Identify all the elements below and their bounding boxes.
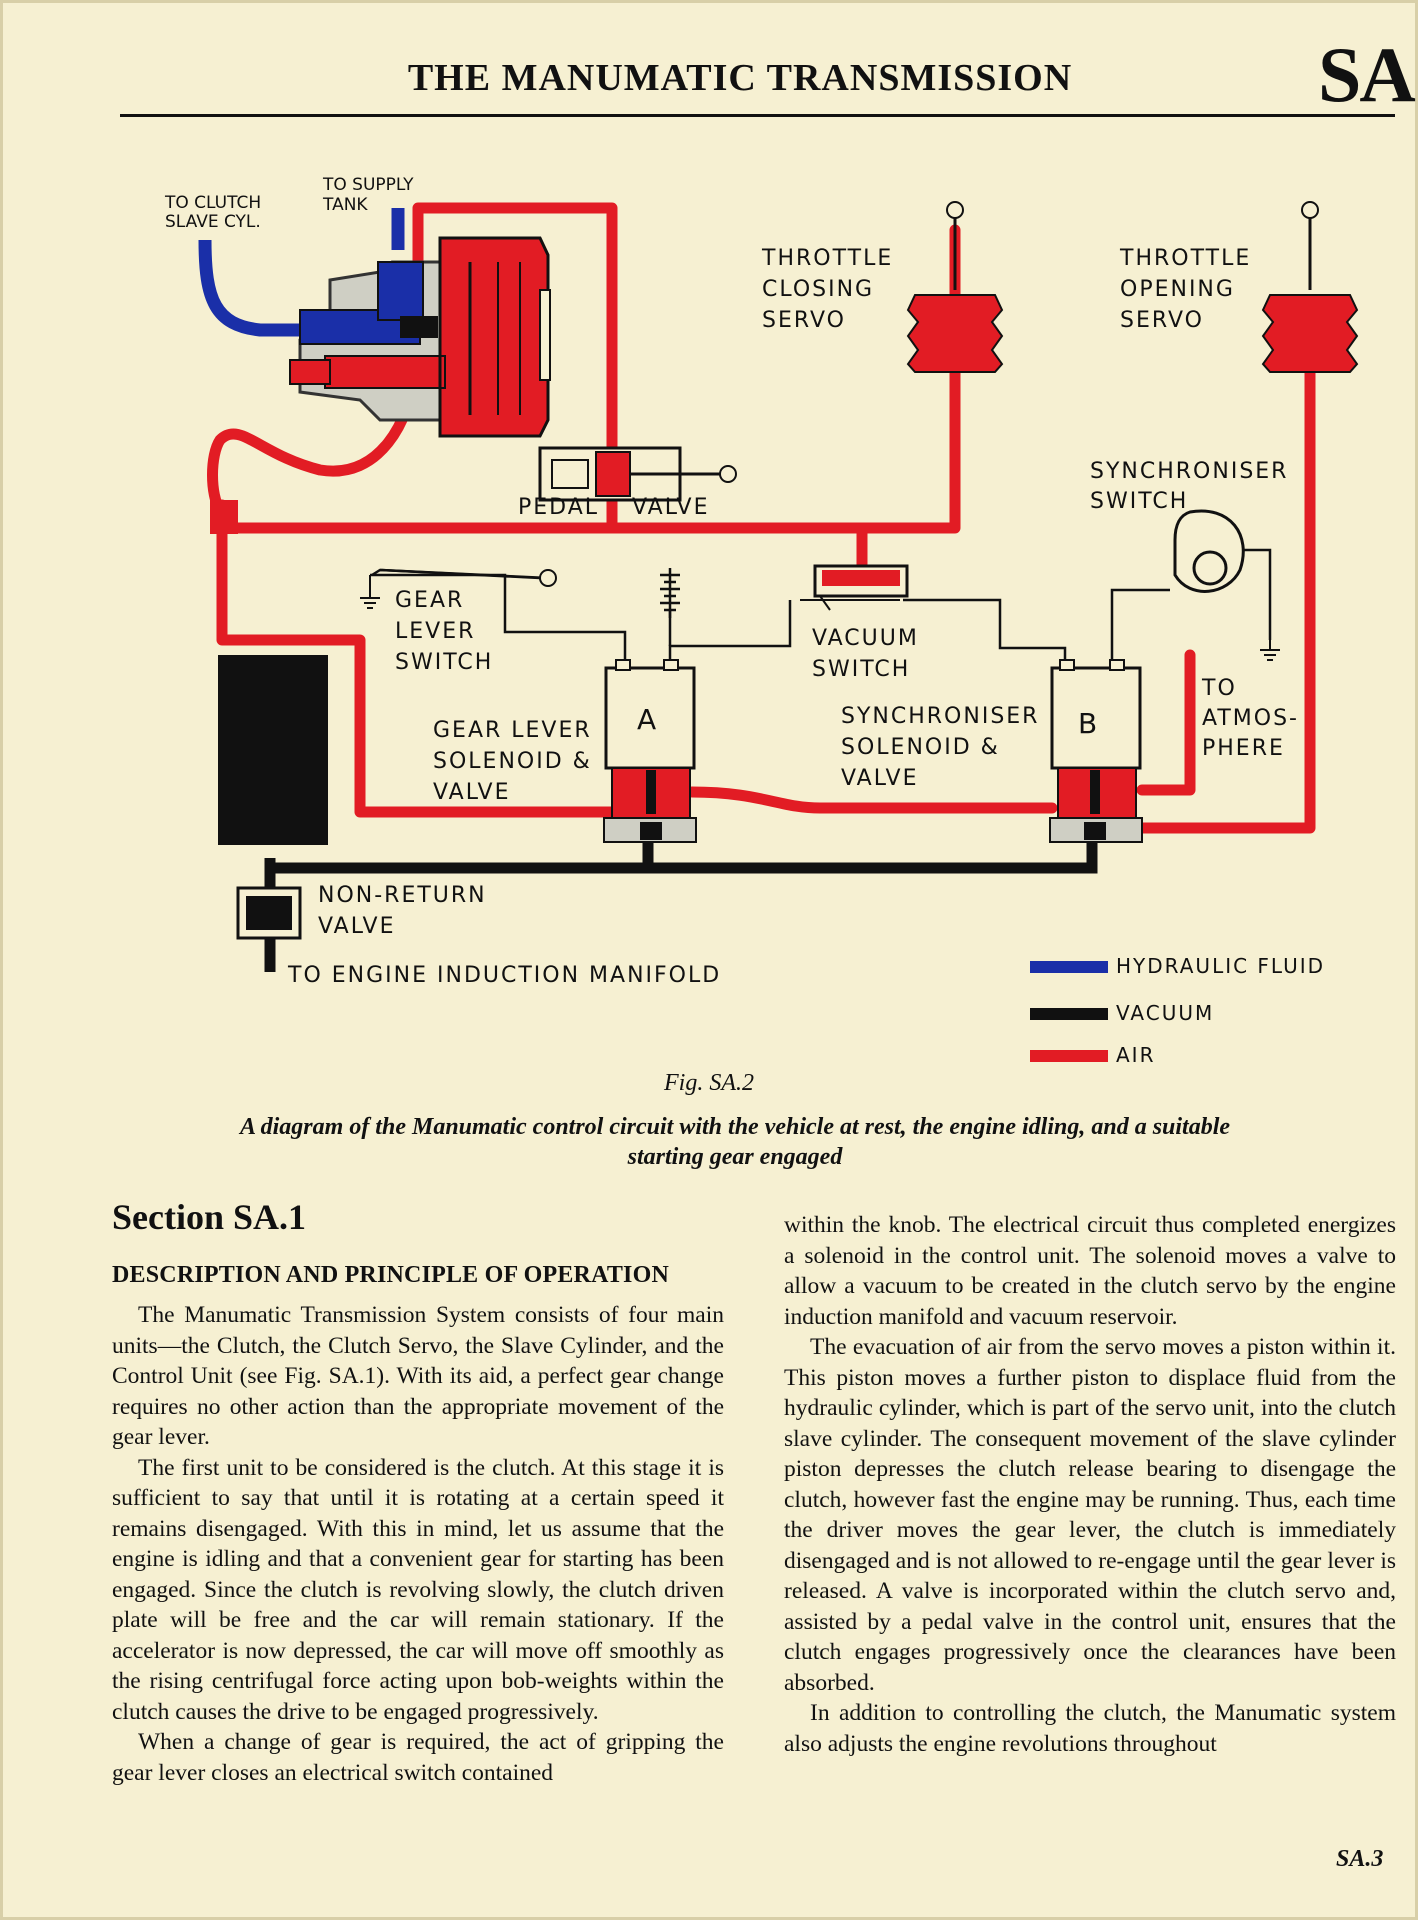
left-column: The Manumatic Transmission System consis…: [112, 1300, 724, 1788]
section-code: SA: [1318, 31, 1416, 118]
label-gear-lever-solenoid-3: VALVE: [433, 780, 510, 805]
label-to-atmosphere-3: PHERE: [1202, 736, 1285, 761]
label-to-supply: TO SUPPLY: [322, 175, 414, 195]
label-gear-lever-switch-3: SWITCH: [395, 650, 493, 675]
page-header-title: THE MANUMATIC TRANSMISSION: [407, 57, 1073, 99]
label-throttle-opening-3: SERVO: [1120, 308, 1204, 333]
electrical-wiring: [370, 548, 1272, 668]
label-tank: TANK: [322, 195, 368, 215]
earth-symbol-left: [360, 575, 380, 609]
label-sync-switch-2: SWITCH: [1090, 489, 1188, 514]
label-sync-switch-1: SYNCHRONISER: [1090, 459, 1288, 484]
label-vacuum-switch-1: VACUUM: [812, 626, 919, 651]
section-subheading: DESCRIPTION AND PRINCIPLE OF OPERATION: [112, 1262, 669, 1288]
legend-label-2: VACUUM: [1116, 1001, 1214, 1025]
label-non-return-1: NON-RETURN: [318, 883, 487, 908]
label-throttle-closing-2: CLOSING: [762, 277, 874, 302]
label-throttle-closing-1: THROTTLE: [761, 246, 893, 271]
air-tee: [210, 500, 238, 534]
clutch-servo: [198, 208, 551, 438]
right-paragraph-2: The evacuation of air from the servo mov…: [784, 1334, 1396, 1696]
legend-label-3: AIR: [1116, 1043, 1155, 1067]
label-to-clutch: TO CLUTCH: [164, 193, 261, 213]
label-slave-cyl: SLAVE CYL.: [165, 212, 261, 232]
left-paragraph-2: The first unit to be considered is the c…: [112, 1454, 724, 1725]
legend-swatch-3: [1030, 1050, 1108, 1062]
legend-swatch-2: [1030, 1008, 1108, 1020]
vacuum-reservoir: [218, 655, 328, 845]
manumatic-circuit-diagram: TO CLUTCH SLAVE CYL. TO SUPPLY TANK PEDA…: [164, 175, 1359, 1067]
label-to-atmosphere-1: TO: [1201, 676, 1237, 701]
label-gear-lever-solenoid-2: SOLENOID &: [433, 749, 592, 774]
throttle-opening-servo: [1261, 201, 1359, 373]
legend: HYDRAULIC FLUID VACUUM AIR: [1030, 954, 1325, 1067]
caption-line-2: starting gear engaged: [627, 1144, 843, 1170]
vacuum-switch: [800, 564, 909, 611]
section-heading: Section SA.1: [112, 1197, 307, 1237]
solenoid-valve-a: [603, 659, 697, 843]
label-sync-solenoid-1: SYNCHRONISER: [841, 704, 1039, 729]
figure-caption: A diagram of the Manumatic control circu…: [200, 1112, 1270, 1172]
label-unit-a: A: [637, 703, 656, 736]
figure-number: Fig. SA.2: [664, 1070, 754, 1096]
right-paragraph-3: In addition to controlling the clutch, t…: [784, 1700, 1396, 1757]
label-gear-lever-solenoid-1: GEAR LEVER: [433, 718, 592, 743]
header-rule: [120, 114, 1395, 117]
caption-line-1: A diagram of the Manumatic control circu…: [239, 1114, 1231, 1140]
label-pedal: PEDAL: [518, 495, 599, 520]
right-column: within the knob. The electrical circuit …: [784, 1210, 1396, 1759]
label-throttle-opening-1: THROTTLE: [1119, 246, 1251, 271]
label-throttle-closing-3: SERVO: [762, 308, 846, 333]
left-paragraph-3: When a change of gear is required, the a…: [112, 1729, 724, 1786]
label-gear-lever-switch-2: LEVER: [395, 619, 475, 644]
label-sync-solenoid-3: VALVE: [841, 766, 918, 791]
battery-symbol: [660, 568, 680, 618]
right-paragraph-1: within the knob. The electrical circuit …: [784, 1212, 1396, 1330]
non-return-valve-core: [246, 896, 292, 930]
label-valve: VALVE: [632, 495, 709, 520]
label-throttle-opening-2: OPENING: [1120, 277, 1235, 302]
label-to-atmosphere-2: ATMOS-: [1202, 706, 1299, 731]
solenoid-valve-b: [1049, 659, 1143, 843]
legend-swatch-1: [1030, 961, 1108, 973]
label-engine-manifold: TO ENGINE INDUCTION MANIFOLD: [287, 963, 721, 988]
pedal-valve: [538, 446, 737, 502]
left-paragraph-1: The Manumatic Transmission System consis…: [112, 1302, 724, 1450]
label-vacuum-switch-2: SWITCH: [812, 657, 910, 682]
label-non-return-2: VALVE: [318, 914, 395, 939]
label-sync-solenoid-2: SOLENOID &: [841, 735, 1000, 760]
legend-label-1: HYDRAULIC FLUID: [1116, 954, 1325, 978]
label-unit-b: B: [1078, 707, 1097, 740]
earth-symbol-right: [1260, 640, 1280, 661]
label-gear-lever-switch-1: GEAR: [395, 588, 464, 613]
gear-lever-knob: [539, 569, 557, 587]
page-number: SA.3: [1336, 1846, 1384, 1872]
throttle-closing-servo: [906, 201, 1004, 373]
synchroniser-switch: [1173, 509, 1245, 593]
